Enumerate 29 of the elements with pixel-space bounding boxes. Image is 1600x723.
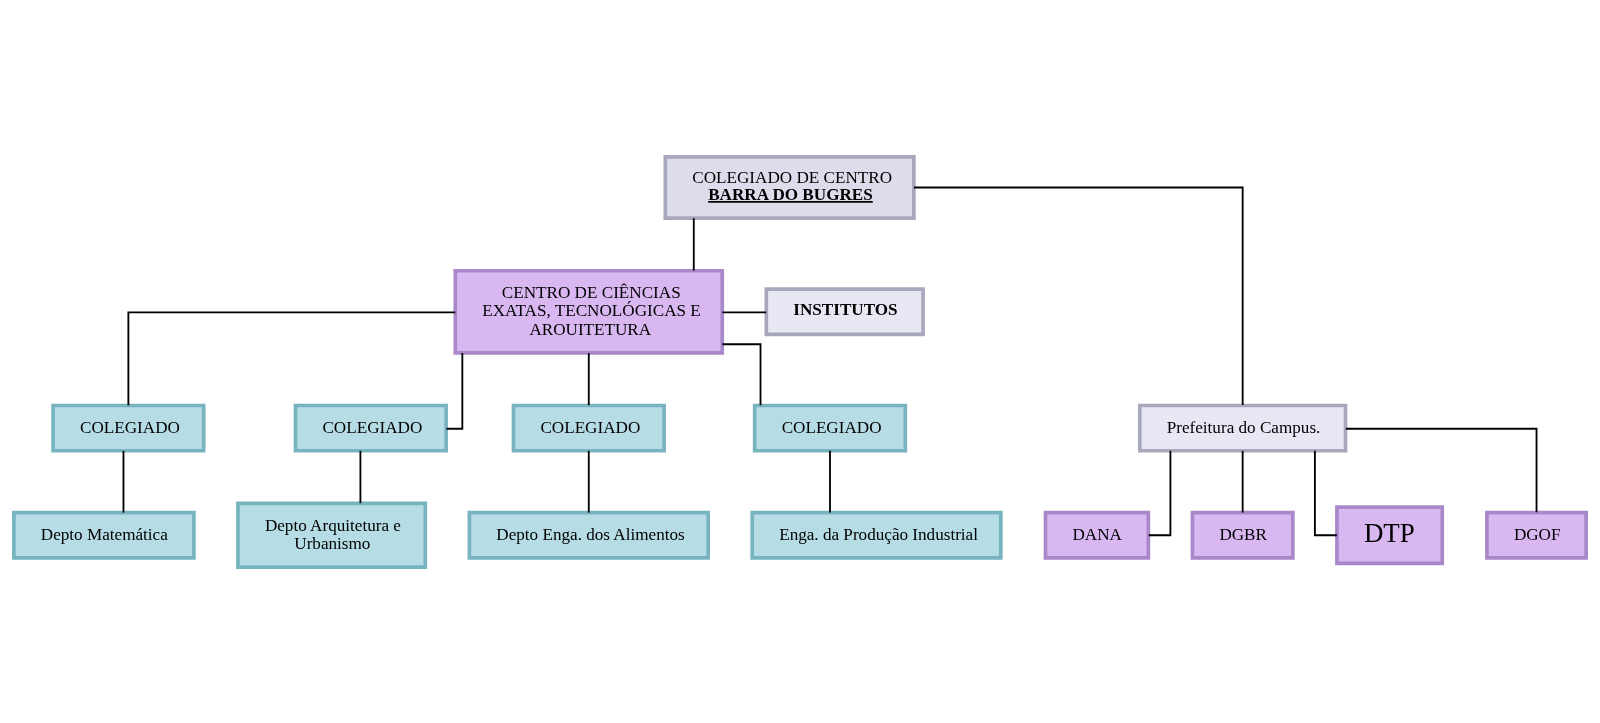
connector [721, 342, 762, 406]
node-box: COLEGIADO DE CENTRO BARRA DO BUGRES [663, 154, 916, 220]
connector [359, 449, 362, 504]
node-box: CENTRO DE CIÊNCIAS EXATAS, TECNOLÓGICAS E AROUITETURA [453, 268, 725, 355]
node-box: Prefeitura do Campus. [1137, 403, 1348, 453]
node-box: DTP [1335, 504, 1445, 565]
connector [721, 311, 768, 313]
node-box: COLEGIADO [752, 403, 908, 453]
connector [122, 449, 125, 513]
node-box: DANA [1043, 510, 1151, 560]
node-box: Depto Matemática [12, 510, 196, 560]
connector [445, 351, 464, 430]
connector [127, 311, 457, 406]
connector [587, 351, 590, 406]
connector [587, 449, 590, 513]
node-box: DGBR [1190, 510, 1295, 560]
node-box: COLEGIADO [293, 403, 448, 453]
node-box: COLEGIADO [51, 403, 206, 453]
connector [1344, 427, 1538, 513]
connector [1241, 449, 1244, 513]
connector [829, 449, 831, 513]
node-box: INSTITUTOS [764, 286, 925, 336]
node-box: DGOF [1485, 510, 1588, 560]
connector [692, 216, 695, 272]
node-box: Depto Arquitetura e Urbanismo [236, 501, 428, 569]
node-box: Enga. da Produção Industrial [750, 510, 1003, 560]
node-box: Depto Enga. dos Alimentos [467, 510, 710, 560]
connector [913, 186, 1244, 406]
node-box: COLEGIADO [511, 403, 666, 453]
